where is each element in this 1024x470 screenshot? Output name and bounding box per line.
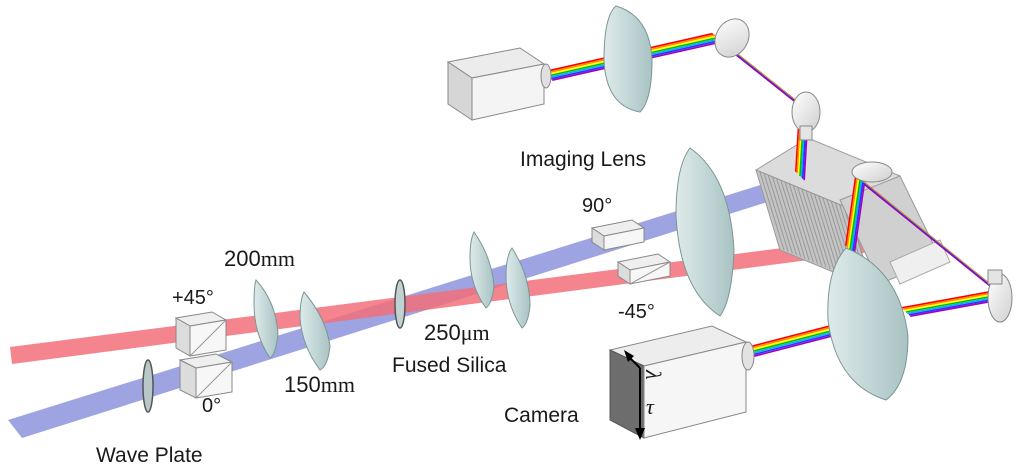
imaging-lens — [675, 147, 735, 317]
label-thickness-unit: μm — [461, 320, 490, 345]
grating-groove — [801, 188, 827, 268]
spectrum-ray — [908, 298, 997, 316]
grating-groove — [805, 190, 831, 270]
polarizer-cube-plus45 — [174, 311, 228, 357]
polarizer-cube-0 — [178, 353, 234, 399]
spectrum-ray — [846, 177, 858, 248]
label-thickness: 250μm — [424, 320, 490, 345]
label-angle-plus45: +45° — [172, 287, 214, 309]
grating-groove — [784, 182, 810, 261]
spectrum-ray — [904, 293, 993, 312]
spectrum-ray — [863, 183, 1001, 295]
collimating-lens-1 — [469, 231, 495, 309]
mirror-right — [987, 269, 1013, 323]
label-fused-silica: Fused Silica — [392, 354, 507, 377]
label-angle-minus45: -45° — [618, 301, 655, 323]
camera — [608, 325, 755, 439]
label-lens-200-unit: mm — [261, 246, 295, 271]
bottom-cylindrical-lens — [827, 247, 909, 401]
label-tau: τ — [646, 394, 655, 419]
mirror-grating-side — [851, 161, 893, 183]
polarizer-cube-minus45 — [616, 253, 672, 285]
label-lens-150-value: 150 — [284, 372, 321, 397]
grating-groove — [809, 192, 835, 271]
label-lens-150mm: 150mm — [284, 372, 355, 397]
polarizer-cube-90 — [590, 219, 646, 251]
collimating-lens-2 — [505, 247, 531, 329]
spectrum-ray — [905, 295, 995, 313]
mirror-mid — [791, 91, 821, 141]
grating-groove — [813, 194, 839, 273]
spectrum-ray — [903, 292, 992, 310]
mirror-top-right — [714, 18, 750, 58]
spectrum-ray — [845, 175, 857, 246]
grating-groove — [797, 187, 823, 266]
spectrum-ray — [907, 296, 996, 315]
grating-groove — [793, 185, 819, 264]
label-camera: Camera — [504, 404, 579, 427]
grating-groove — [780, 180, 806, 259]
spectrum-ray — [850, 181, 863, 252]
spectrum-ray — [847, 178, 860, 249]
spectrum-ray — [910, 299, 999, 317]
spectrum-ray — [849, 179, 861, 251]
grating-groove — [767, 175, 793, 254]
grating-groove — [776, 178, 802, 258]
label-lens-200-value: 200 — [224, 246, 261, 271]
spectrum-beams — [543, 32, 1001, 357]
lens-200mm — [253, 279, 279, 359]
label-lens-150-unit: mm — [321, 372, 355, 397]
grating-groove — [763, 173, 789, 252]
label-lens-200mm: 200mm — [224, 246, 295, 271]
grating-groove — [759, 171, 785, 251]
sensor-axes — [624, 350, 645, 440]
label-angle-90: 90° — [582, 195, 612, 217]
top-cylindrical-lens — [603, 5, 653, 113]
label-wave-plate: Wave Plate — [96, 444, 203, 467]
label-imaging-lens: Imaging Lens — [520, 148, 646, 171]
lens-150mm — [299, 291, 331, 371]
fused-silica-sample — [394, 279, 406, 329]
grating-groove — [788, 183, 814, 263]
label-lambda: λ — [641, 369, 666, 380]
label-thickness-value: 250 — [424, 320, 461, 345]
spectrum-ray — [901, 291, 990, 309]
top-camera — [446, 47, 552, 121]
spectrum-ray — [852, 182, 864, 253]
label-angle-0: 0° — [202, 395, 221, 417]
spectrum-ray — [853, 184, 865, 255]
grating-groove — [772, 176, 798, 256]
wave-plate — [142, 359, 154, 413]
